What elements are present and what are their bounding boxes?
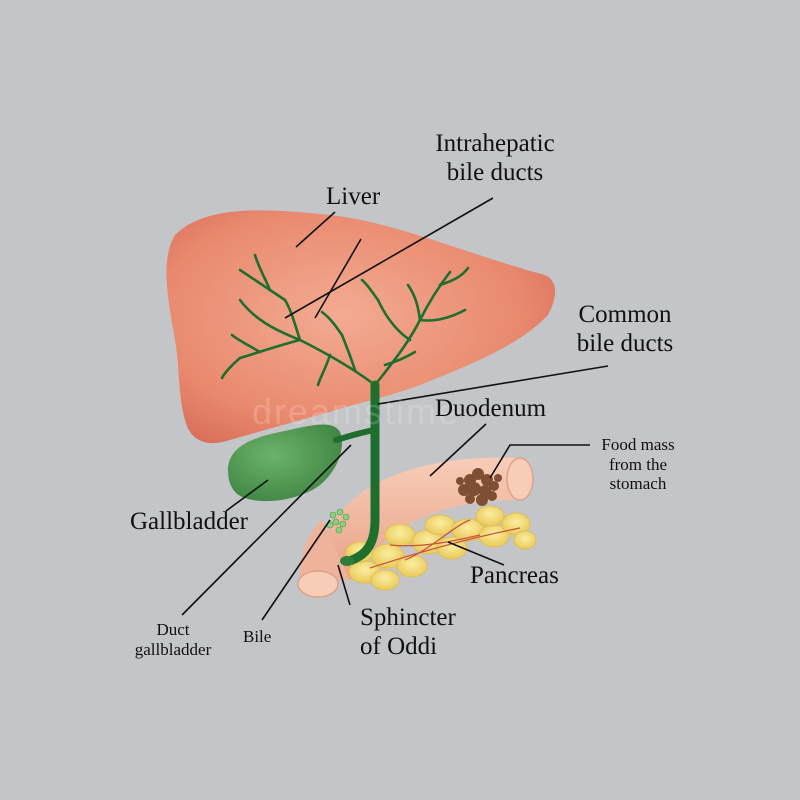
label-duodenum: Duodenum (435, 395, 547, 422)
label-pancreas: Pancreas (470, 562, 559, 589)
intrahepatic-leader-b (314, 238, 362, 319)
leader-lines (181, 197, 609, 621)
label-sphincter-of-oddi: Sphincter of Oddi (360, 604, 456, 662)
duodenum-end-right (506, 457, 534, 501)
watermark: dreamstime (252, 391, 461, 432)
label-intrahepatic-line2: bile ducts (446, 158, 544, 186)
label-liver: Liver (326, 183, 381, 210)
food-leader (489, 444, 590, 479)
label-gallbladder: Gallbladder (130, 508, 249, 535)
label-food-line3: stomach (609, 474, 667, 494)
label-food-mass: Food mass from the stomach (590, 435, 686, 494)
label-duct-line2: gallbladder (134, 639, 212, 659)
sphincter-of-oddi-shape (340, 556, 354, 566)
intrahepatic-leader-a (284, 197, 494, 319)
label-food-line2: from the (608, 454, 668, 474)
duodenum-leader (429, 423, 487, 477)
label-duct-gallbladder: Duct gallbladder (118, 620, 228, 659)
liver-leader (295, 211, 336, 248)
common-leader (377, 365, 609, 405)
liver-shape (166, 210, 556, 444)
label-sphincter-line1: Sphincter (360, 604, 456, 631)
label-food-line1: Food mass (601, 435, 675, 454)
label-common-line1: Common (578, 301, 672, 328)
label-common-bile-ducts: Common bile ducts (565, 301, 685, 359)
sphincter-leader (337, 564, 351, 606)
label-duct-line1: Duct (156, 620, 190, 639)
gallbladder-shape (228, 424, 342, 502)
cystic-duct (333, 427, 378, 443)
food-mass (456, 468, 502, 506)
gallbladder-leader (225, 479, 269, 512)
label-bile: Bile (243, 627, 272, 646)
pancreatic-vessels (369, 519, 521, 569)
duct-leader (181, 444, 352, 616)
common-bile-duct (347, 380, 380, 565)
duodenum-end-left (297, 570, 339, 598)
label-intrahepatic-bile-ducts: Intrahepatic bile ducts (416, 130, 574, 188)
pancreas-leader (447, 541, 505, 566)
label-intrahepatic-line1: Intrahepatic (435, 130, 555, 157)
intrahepatic-ducts (220, 253, 470, 387)
bile-droplets (326, 508, 350, 534)
label-sphincter-line2: of Oddi (360, 632, 438, 660)
label-common-line2: bile ducts (576, 329, 674, 357)
bile-leader (261, 519, 331, 621)
